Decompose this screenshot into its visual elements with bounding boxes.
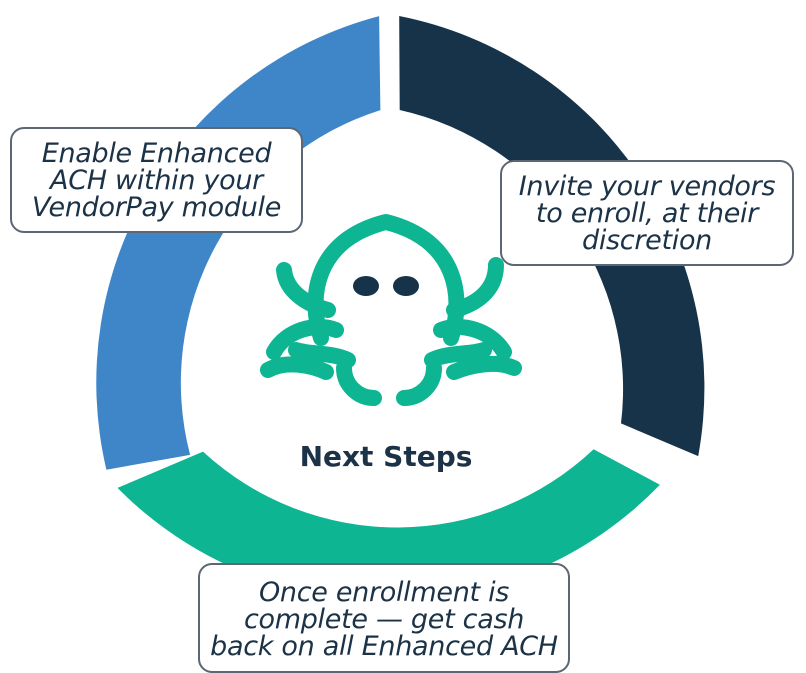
step-1-text: Enable Enhanced ACH within your VendorPa… xyxy=(31,137,282,223)
step-3-callout: Once enrollment is complete — get cash b… xyxy=(198,563,570,673)
step-2-callout: Invite your vendors to enroll, at their … xyxy=(500,160,794,266)
step-3-text: Once enrollment is complete — get cash b… xyxy=(210,577,558,662)
segment-navy xyxy=(399,16,705,457)
step-2-text: Invite your vendors to enroll, at their … xyxy=(518,170,776,256)
segment-green xyxy=(117,449,660,601)
step-1-callout: Enable Enhanced ACH within your VendorPa… xyxy=(10,127,303,233)
center-title: Next Steps xyxy=(299,440,473,473)
segment-blue xyxy=(96,16,381,470)
octopus-icon xyxy=(260,214,522,406)
